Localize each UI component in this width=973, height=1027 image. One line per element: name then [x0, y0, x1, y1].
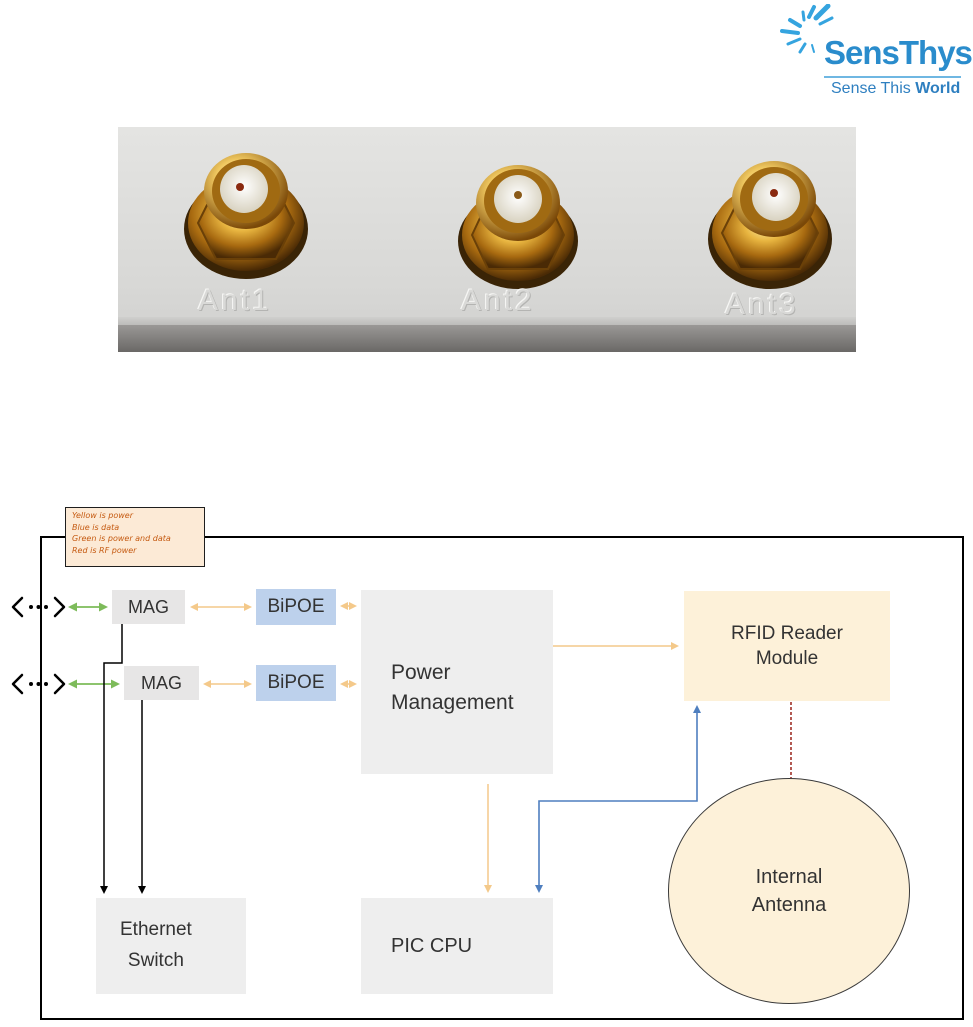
line-mag-top-to-switch — [104, 624, 122, 892]
legend-blue: Blue is data — [72, 522, 198, 534]
port-label-ant2: Ant2 — [461, 284, 535, 318]
logo-tagline: Sense This World — [831, 80, 960, 98]
color-legend: Yellow is power Blue is data Green is po… — [65, 507, 205, 567]
antenna-ports-photo: Ant1 Ant2 Ant3 — [118, 127, 856, 352]
block-diagram: MAG MAG BiPOE BiPOE Power Management RFI… — [0, 500, 973, 1027]
ethernet-port-icon-bottom — [13, 675, 64, 693]
legend-red: Red is RF power — [72, 545, 198, 557]
sensthys-logo: SensThys Sense This World — [776, 4, 966, 96]
sma-connector-1 — [178, 131, 318, 291]
legend-yellow: Yellow is power — [72, 510, 198, 522]
logo-wordmark: SensThys — [824, 34, 972, 72]
sma-connector-3 — [698, 141, 838, 301]
panel-bottom-edge — [118, 325, 856, 352]
legend-green: Green is power and data — [72, 533, 198, 545]
logo-underline — [824, 76, 961, 78]
port-label-ant1: Ant1 — [198, 284, 272, 318]
port-label-ant3: Ant3 — [725, 288, 799, 322]
line-pic-to-rfid — [539, 707, 697, 891]
ethernet-port-icon-top — [13, 598, 64, 616]
diagram-connections — [0, 500, 973, 1027]
sma-connector-2 — [448, 143, 588, 303]
